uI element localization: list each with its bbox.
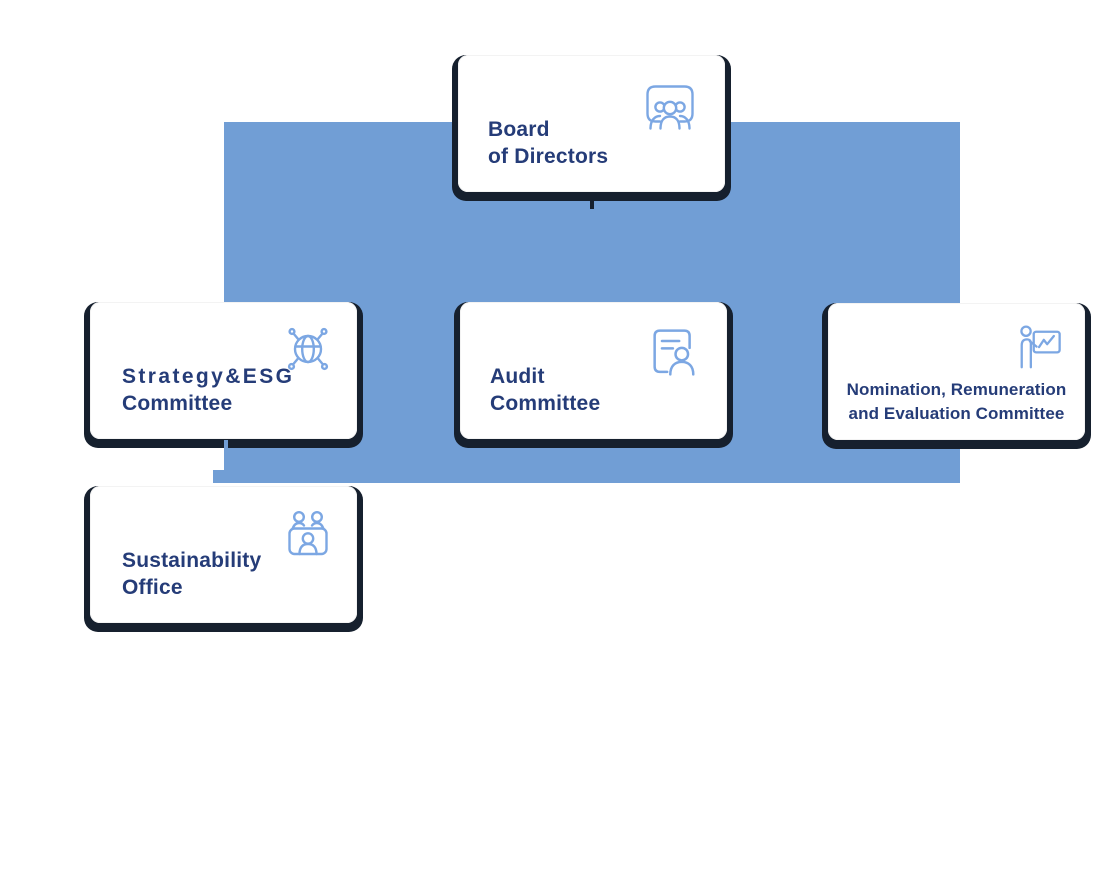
node-audit-committee: Audit Committee xyxy=(454,302,733,448)
node-title-line: Board xyxy=(488,118,550,141)
node-title: Audit Committee xyxy=(490,363,600,417)
globe-network-icon xyxy=(284,322,332,374)
document-person-icon xyxy=(651,328,699,376)
meeting-desk-icon xyxy=(284,509,332,557)
node-title-line: and Evaluation Committee xyxy=(848,404,1065,423)
connector-drop-line xyxy=(224,440,228,483)
node-title-line: Nomination, Remuneration xyxy=(846,380,1067,399)
presenter-chart-icon xyxy=(1015,325,1063,373)
card-face: Sustainability Office xyxy=(90,486,357,623)
card-face: Nomination, Remuneration and Evaluation … xyxy=(828,303,1085,440)
node-title: Strategy&ESG Committee xyxy=(122,363,294,417)
node-title-line: Office xyxy=(122,576,183,599)
board-connector-stub xyxy=(590,200,594,209)
node-title-line: Audit xyxy=(490,365,545,388)
card-face: Board of Directors xyxy=(458,55,725,192)
node-title-line: Committee xyxy=(490,392,601,415)
people-group-icon xyxy=(646,84,694,132)
node-sustainability-office: Sustainability Office xyxy=(84,486,363,632)
node-title-line: Strategy&ESG xyxy=(122,365,295,388)
node-nomination-remuneration-evaluation-committee: Nomination, Remuneration and Evaluation … xyxy=(822,303,1091,449)
node-title-line: of Directors xyxy=(488,145,609,168)
card-face: Audit Committee xyxy=(460,302,727,439)
node-title: Nomination, Remuneration and Evaluation … xyxy=(836,378,1077,426)
node-title-line: Sustainability xyxy=(122,549,262,572)
connector-step xyxy=(213,470,225,483)
node-board-of-directors: Board of Directors xyxy=(452,55,731,201)
card-face: Strategy&ESG Committee xyxy=(90,302,357,439)
node-strategy-esg-committee: Strategy&ESG Committee xyxy=(84,302,363,448)
node-title: Sustainability Office xyxy=(122,547,261,601)
node-title-line: Committee xyxy=(122,392,233,415)
node-title: Board of Directors xyxy=(488,116,608,170)
